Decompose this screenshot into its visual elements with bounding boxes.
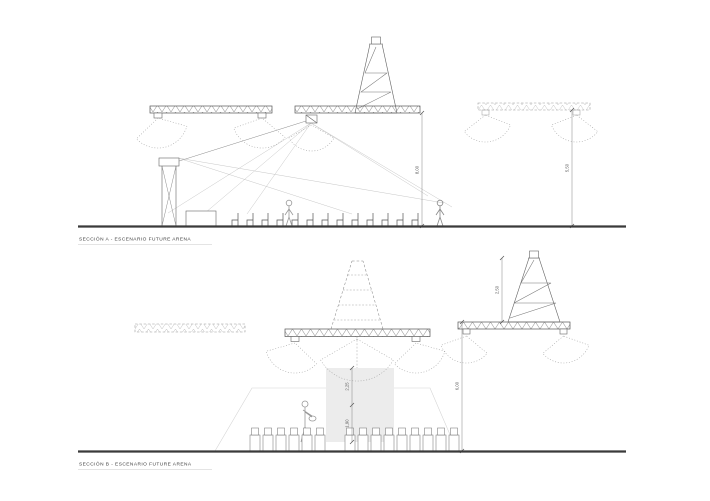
section-b-title: SECCIÓN B - ESCENARIO FUTURE ARENA xyxy=(79,461,192,468)
chair xyxy=(381,212,389,227)
flight-case xyxy=(448,427,460,452)
flight-case xyxy=(422,427,434,452)
speaker-box xyxy=(559,328,568,335)
speaker-box xyxy=(572,109,581,116)
cone-tower-dashed xyxy=(330,260,384,330)
truss-b-center xyxy=(284,328,431,342)
coverage-arcs-a xyxy=(136,114,599,152)
flight-case xyxy=(344,427,356,452)
coverage-arc xyxy=(233,117,286,149)
dimension-stage-truss-height: 8,00 xyxy=(415,110,425,229)
section-b: 2,25 1,90 6,00 2,50 SECCIÓN B - ESCENARI… xyxy=(78,250,626,470)
section-a: 8,00 5,50 SECCIÓN A - ESCENARIO FUTURE A… xyxy=(78,36,626,245)
chair xyxy=(396,212,404,227)
chair xyxy=(411,212,419,227)
coverage-arc xyxy=(394,342,446,374)
chair xyxy=(231,212,239,227)
speaker-box xyxy=(153,112,163,119)
dimension-value: 6,00 xyxy=(455,381,460,390)
tower-top-box xyxy=(529,250,539,259)
chair xyxy=(306,212,314,227)
coverage-arc xyxy=(551,114,599,143)
truss-a-center xyxy=(294,105,421,124)
projection-beam-lines xyxy=(167,120,453,215)
control-tower-a xyxy=(158,157,180,227)
chair xyxy=(366,212,374,227)
flight-case xyxy=(249,427,261,452)
flight-case xyxy=(262,427,274,452)
coverage-arc xyxy=(136,117,188,149)
coverage-arc xyxy=(463,114,511,143)
case-row-right xyxy=(344,427,460,452)
speaker-box xyxy=(481,109,490,116)
dimension-value: 8,00 xyxy=(415,165,420,174)
coverage-arc xyxy=(265,342,317,374)
coverage-arcs-b xyxy=(265,335,590,382)
tower-bracing xyxy=(509,259,557,319)
chair xyxy=(276,212,284,227)
chair xyxy=(336,212,344,227)
tower-top-box xyxy=(371,36,381,45)
person-figure xyxy=(284,199,294,227)
flight-case xyxy=(435,427,447,452)
chair xyxy=(351,212,359,227)
flight-case xyxy=(301,427,313,452)
truss-a-left xyxy=(149,105,273,119)
speaker-box xyxy=(462,328,471,335)
speaker-box xyxy=(257,112,267,119)
speaker-box xyxy=(411,336,421,342)
chair xyxy=(261,212,269,227)
dimension-value: 5,50 xyxy=(565,163,570,172)
control-console xyxy=(185,210,217,227)
coverage-arc xyxy=(542,335,590,364)
rigging-tower-a xyxy=(354,36,398,114)
speaker-box xyxy=(290,336,300,342)
flight-case xyxy=(288,427,300,452)
dimension-value: 2,25 xyxy=(345,382,350,391)
dimension-value: 1,90 xyxy=(345,419,350,428)
flight-case xyxy=(370,427,382,452)
coverage-arc xyxy=(288,124,335,152)
flight-case xyxy=(409,427,421,452)
dimension-tower-height: 2,50 xyxy=(495,255,505,325)
rigging-tower-b xyxy=(507,250,561,323)
person-figure xyxy=(435,199,445,227)
section-a-title: SECCIÓN A - ESCENARIO FUTURE ARENA xyxy=(79,236,191,243)
flight-case xyxy=(314,427,326,452)
chair-row-a xyxy=(231,212,419,227)
flight-case xyxy=(383,427,395,452)
flight-case xyxy=(275,427,287,452)
truss-b-right xyxy=(457,321,571,335)
tower-bracing xyxy=(356,46,392,110)
flight-case xyxy=(357,427,369,452)
coverage-arc xyxy=(440,335,488,364)
dimension-screen-lower: 1,90 xyxy=(345,405,355,445)
chair xyxy=(321,212,329,227)
tower-head-box xyxy=(158,157,180,167)
flight-case xyxy=(396,427,408,452)
dimension-right-truss-height: 5,50 xyxy=(565,107,575,229)
chair xyxy=(246,212,254,227)
case-row-left xyxy=(249,427,326,452)
truss-b-left-dashed xyxy=(134,323,246,333)
musician-figure xyxy=(300,400,317,443)
dimension-value: 2,50 xyxy=(495,285,500,294)
